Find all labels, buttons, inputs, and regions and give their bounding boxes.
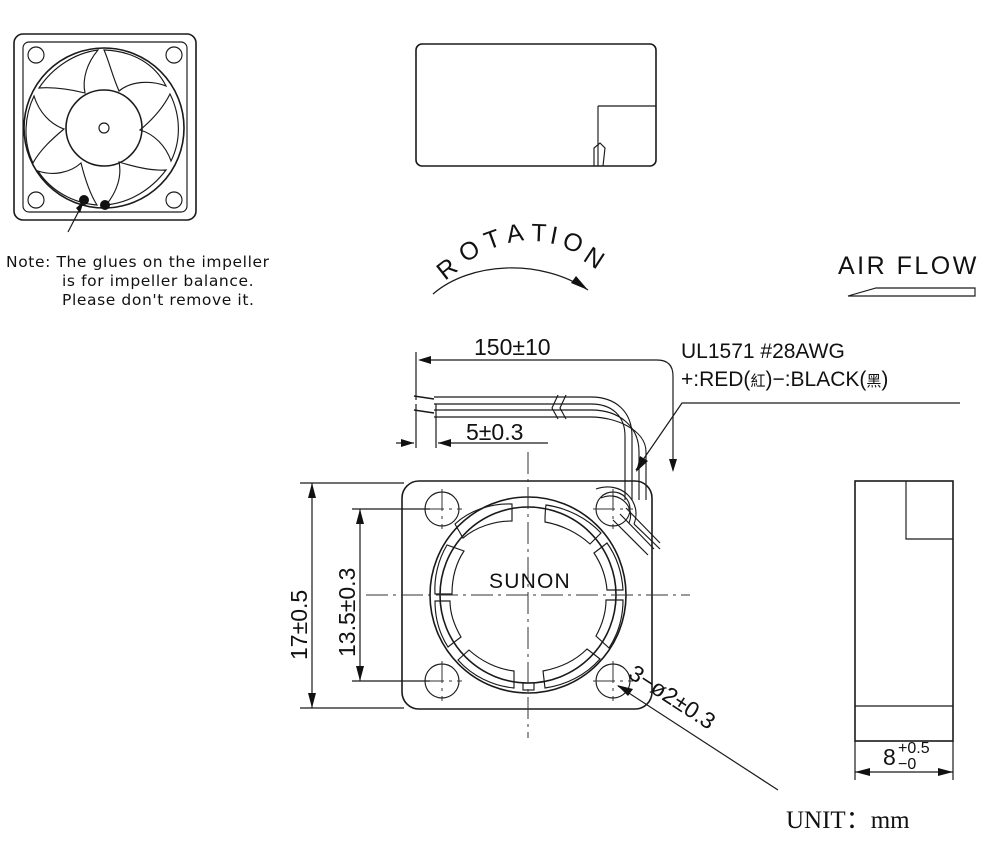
bottom-lug	[522, 682, 535, 691]
rotation-arrow-head	[571, 276, 588, 290]
polarity-sep: )−:BLACK(	[765, 368, 866, 391]
mount-hole-tl	[27, 46, 45, 64]
side-view-step	[905, 481, 953, 540]
wire-upper-inner	[434, 403, 626, 500]
strut-slot-bottom-left	[457, 649, 515, 689]
hole-callout-label: 3−ø2±0.3	[624, 659, 720, 734]
mount-hole-tr	[165, 46, 183, 64]
rotation-char-3: A	[504, 218, 526, 249]
strut-slot-top-left	[454, 503, 513, 539]
rotation-char-5: I	[548, 221, 560, 250]
wire-lower-inner	[434, 416, 647, 500]
strut-slots	[434, 503, 624, 689]
rotation-char-2: T	[480, 224, 504, 256]
wire-lead-diagram	[396, 352, 960, 500]
rotation-char-4: T	[531, 219, 547, 248]
wire-break-right	[559, 394, 567, 420]
impeller-frame-inner	[22, 41, 188, 213]
wire-lower-outer	[434, 409, 640, 500]
wire-upper-outer	[434, 396, 633, 500]
mount-hole-bl	[27, 191, 45, 209]
strip-length-label: 5±0.3	[466, 419, 523, 445]
strut-slot-bottom-right	[542, 648, 601, 689]
rotation-char-0: R	[431, 253, 462, 286]
lead-dim-arrow-left	[418, 356, 431, 364]
air-flow-label: AIR FLOW	[838, 252, 979, 280]
brand-label: SUNON	[489, 570, 571, 593]
impeller-hub	[65, 89, 143, 167]
h17-arrow-top	[308, 483, 316, 498]
impeller-note-line-3: Please don't remove it.	[62, 291, 255, 309]
wire-tip-upper	[413, 395, 435, 400]
polarity-plus-cjk: 紅	[750, 372, 765, 390]
wire-break-left	[551, 394, 559, 420]
side-view	[854, 480, 954, 780]
hole-pitch-label: 13.5±0.3	[334, 568, 360, 657]
impeller-front-view	[13, 33, 197, 233]
top-outline-view	[415, 43, 657, 167]
mount-hole-br	[165, 191, 183, 209]
rotation-char-1: O	[454, 234, 485, 268]
strip-arrow-right	[438, 439, 451, 447]
h135-arrow-bottom	[356, 666, 364, 681]
wire-tip-lower	[413, 409, 435, 414]
impeller-note-line-1: Note: The glues on the impeller	[6, 253, 270, 271]
strut-slot-top-right	[544, 504, 602, 545]
air-flow-arrow	[847, 287, 976, 297]
h17-arrow-bottom	[308, 693, 316, 708]
depth-dimension-label: 8 +0.5 −0	[883, 740, 930, 773]
boss-outer-arc	[595, 486, 637, 525]
fan-front-view	[300, 452, 779, 791]
polarity-plus: +:RED(	[681, 368, 750, 391]
wire-spec-leader-arrow	[636, 456, 648, 472]
d8-arrow-left	[855, 768, 870, 776]
glue-dot-left	[79, 195, 89, 205]
impeller-frame-outer	[13, 33, 197, 221]
air-flow-indicator	[847, 287, 976, 297]
hole-callout-leader	[617, 685, 779, 791]
rotation-indicator	[432, 267, 589, 295]
wire-polarity-label: +:RED(紅)−:BLACK(黑)	[681, 368, 888, 391]
h135-arrow-top	[356, 509, 364, 524]
glue-dot-right	[100, 200, 110, 210]
rotation-label: R O T A T I O N	[431, 218, 609, 285]
lead-dim-corner	[656, 359, 674, 470]
impeller-blades	[25, 49, 179, 206]
lead-dim-arrow-down	[669, 459, 677, 472]
hole-callout-arrow	[617, 685, 633, 696]
svg-text:+:RED(紅)−:BLACK(黑): +:RED(紅)−:BLACK(黑)	[681, 368, 888, 391]
polarity-close: )	[881, 368, 888, 391]
wire-spec-leader	[635, 402, 960, 471]
wire-type-label: UL1571 #28AWG	[681, 340, 845, 363]
wire-exit-boss	[595, 486, 661, 556]
hub-center-hole	[98, 122, 110, 134]
strut-slot-right-upper	[593, 542, 624, 591]
strut-slot-left-upper	[434, 544, 465, 595]
top-view-body	[415, 43, 657, 167]
boss-ribs	[612, 507, 661, 556]
strut-slot-right-lower	[595, 599, 624, 649]
frame-height-label: 17±0.5	[286, 590, 312, 660]
boss-inner-arc	[600, 495, 632, 524]
polarity-minus-cjk: 黑	[866, 372, 881, 390]
depth-value: 8	[883, 744, 896, 770]
lead-length-label: 150±10	[474, 334, 551, 360]
depth-tol-lower: −0	[898, 756, 916, 773]
rotation-char-6: O	[559, 226, 587, 259]
unit-label: UNIT：mm	[786, 807, 910, 834]
glue-leader-arrow	[76, 201, 84, 213]
strut-slot-left-lower	[434, 600, 462, 648]
top-view-wire-stub	[593, 142, 606, 167]
rotation-char-7: N	[579, 242, 609, 275]
boss-edge	[633, 523, 661, 550]
impeller-note-line-2: is for impeller balance.	[62, 272, 254, 290]
strip-arrow-left	[401, 439, 414, 447]
hole-cross-br	[593, 661, 633, 701]
rotation-arc	[432, 267, 589, 295]
side-view-body	[854, 480, 954, 742]
d8-arrow-right	[938, 768, 953, 776]
depth-tol-upper: +0.5	[898, 740, 930, 757]
